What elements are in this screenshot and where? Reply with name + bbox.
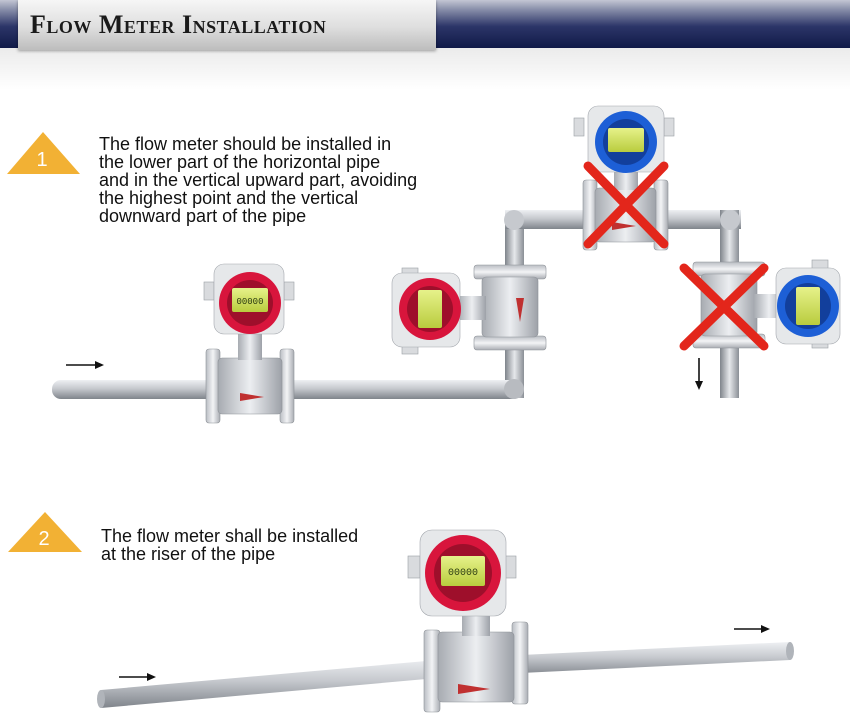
warning-triangle-icon (7, 132, 80, 174)
step1-line: The flow meter should be installed in (99, 134, 392, 154)
step2-number: 2 (38, 528, 49, 550)
step1-line: the highest point and the vertical (99, 188, 359, 208)
meter-reading: 00000 (448, 568, 478, 579)
step2-badge: 2 (8, 512, 82, 552)
title-tab: Flow Meter Installation (18, 0, 436, 50)
step2-pipeline (97, 642, 794, 708)
flow-meter-icon: 00000 (407, 529, 529, 713)
header-shadow (0, 48, 850, 90)
flow-meter-icon (573, 105, 675, 251)
flow-arrow-icon (119, 673, 156, 681)
flow-meter-icon: 00000 (203, 263, 295, 424)
step2-line: The flow meter shall be installed (101, 526, 359, 546)
flow-arrow-icon (695, 358, 703, 390)
step2-line: at the riser of the pipe (101, 544, 276, 564)
step1-line: and in the vertical upward part, avoidin… (99, 170, 418, 190)
cross-mark-icon (583, 161, 669, 249)
flow-arrow-icon (66, 361, 104, 369)
warning-triangle-icon (8, 512, 82, 552)
flow-meter-icon (391, 264, 547, 355)
step1-line: the lower part of the horizontal pipe (99, 152, 381, 172)
cross-mark-icon (679, 263, 769, 351)
step1-number: 1 (36, 149, 47, 171)
flow-meter-icon (692, 259, 841, 349)
flow-arrow-icon (734, 625, 770, 633)
step1-badge: 1 (7, 132, 80, 174)
page-title: Flow Meter Installation (30, 10, 327, 39)
meter-reading: 00000 (236, 297, 263, 307)
step1-description: The flow meter should be installed in th… (99, 135, 417, 225)
step2-description: The flow meter shall be installed at the… (101, 527, 358, 563)
step1-line: downward part of the pipe (99, 206, 307, 226)
